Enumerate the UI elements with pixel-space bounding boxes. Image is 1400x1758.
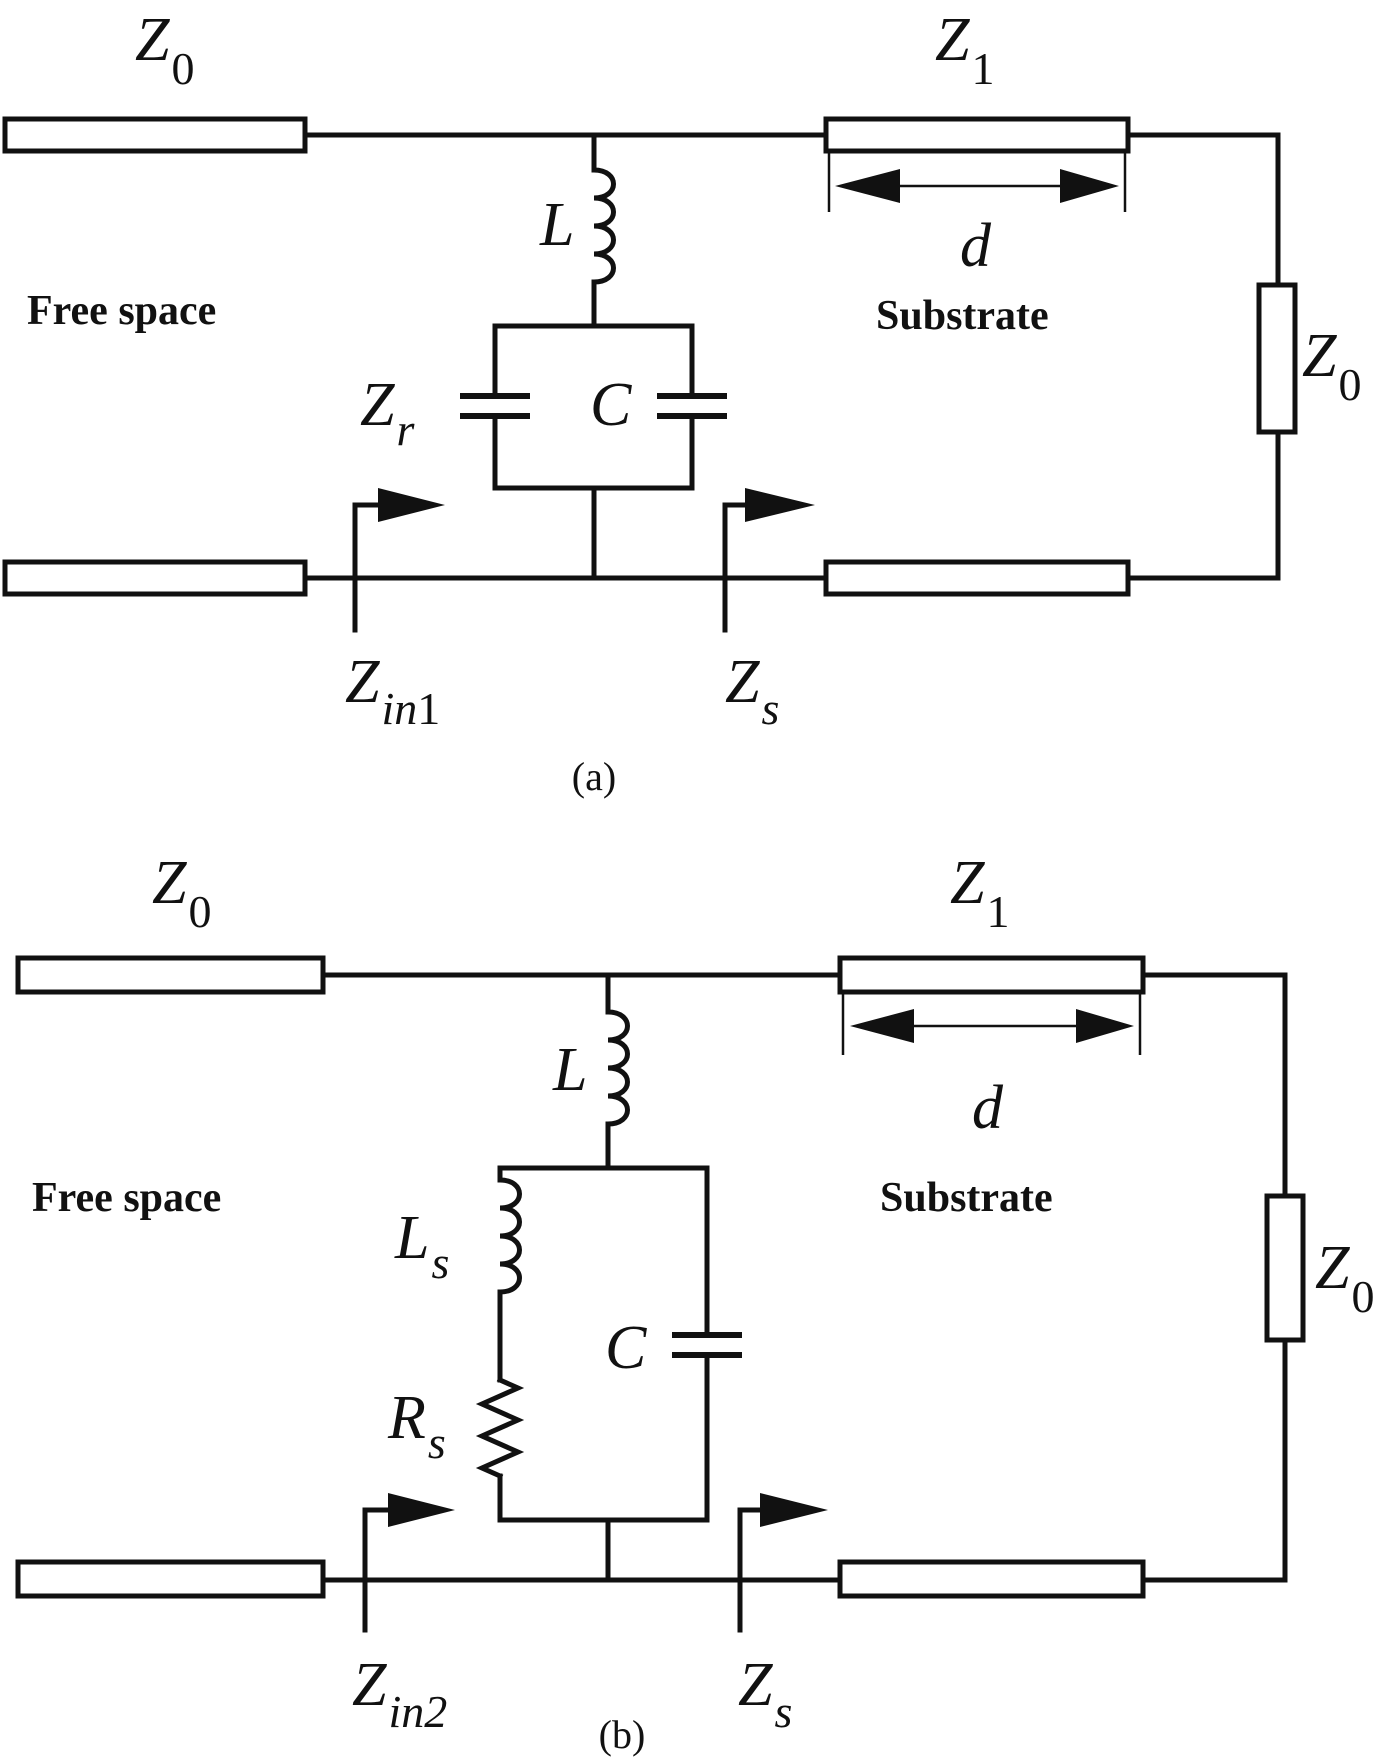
ls-inductor-coil [500,1180,520,1292]
dimension-arrow-left-icon [835,169,900,203]
dimension-arrow-left-icon [850,1009,914,1043]
zin-arrow-icon [388,1493,455,1527]
zs-label: Zs [725,648,779,734]
d-label: d [960,212,992,280]
substrate-line-top [823,116,1131,154]
inductor-coil [594,170,614,282]
rs-resistor [475,1376,525,1480]
substrate-label: Substrate [880,1175,1053,1221]
load-impedance [1256,282,1298,435]
zin-arrow-icon [378,488,445,522]
substrate-line-bottom [823,559,1131,597]
dimension-arrow-right-icon [1076,1009,1134,1043]
zs-reference-plane [737,1507,763,1633]
ls-label: Ls [394,1204,449,1288]
right-wire-bottom [1140,1337,1288,1583]
substrate-line-top [837,955,1146,995]
zs-label: Zs [738,1651,792,1737]
zin-reference-plane [352,502,381,633]
zr-label: Zr [360,371,415,455]
zin1-label: Zin1 [345,648,440,734]
panel-a: Z0 Z1 d Substrate Free space Z0 L Zr C Z… [2,6,1361,799]
caption-b: (b) [599,1712,646,1757]
inductor-L-label: L [552,1036,587,1104]
z0-right-label: Z0 [1302,322,1361,410]
load-impedance [1264,1193,1306,1343]
free-space-line-bottom [2,559,308,597]
panel-b: Z0 Z1 d Substrate Free space Z0 L Ls C R… [15,849,1374,1757]
z1-label: Z1 [935,6,994,94]
dimension-arrow-right-icon [1060,169,1119,203]
z1-label: Z1 [950,849,1009,937]
zs-arrow-icon [760,1493,828,1527]
rs-label: Rs [387,1384,446,1468]
capacitor-C-label: C [590,371,632,439]
inductor-coil [608,1012,628,1124]
capacitor-C-label: C [605,1314,647,1382]
d-label: d [972,1074,1004,1142]
right-wire-top [1140,972,1288,1199]
z0-left-label: Z0 [135,6,194,94]
right-wire-top [1125,132,1281,288]
zs-reference-plane [722,502,748,633]
free-space-line-top [2,116,308,154]
z0-left-label: Z0 [152,849,211,937]
substrate-label: Substrate [876,293,1049,339]
free-space-label: Free space [32,1175,221,1221]
free-space-line-bottom [15,1559,326,1599]
zs-arrow-icon [745,488,815,522]
zin-reference-plane [362,1507,391,1633]
substrate-line-bottom [837,1559,1146,1599]
caption-a: (a) [572,754,616,799]
right-wire-bottom [1125,429,1281,581]
free-space-line-top [15,955,326,995]
zin2-label: Zin2 [352,1651,447,1737]
z0-right-label: Z0 [1315,1234,1374,1322]
free-space-label: Free space [27,288,216,334]
inductor-L-label: L [539,191,574,259]
